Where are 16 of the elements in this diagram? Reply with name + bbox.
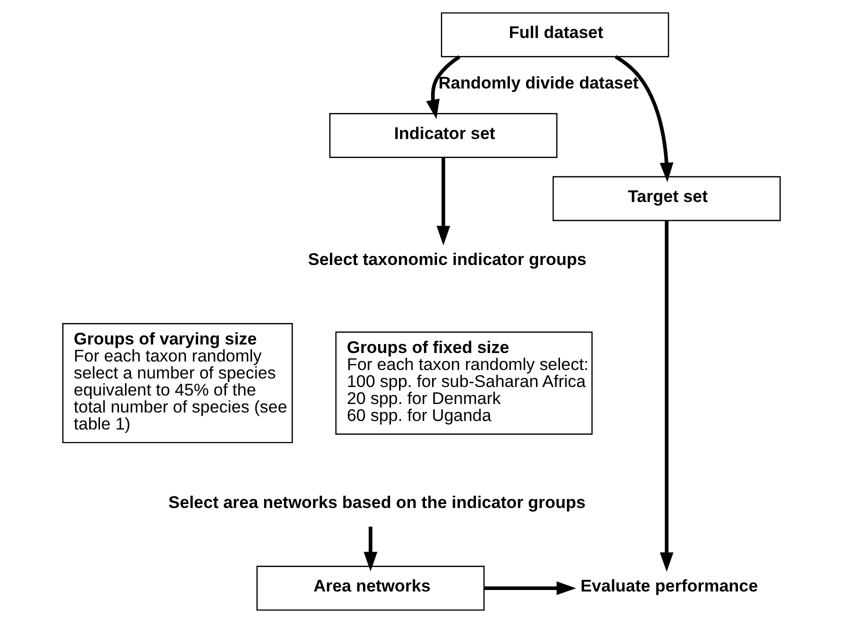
node-box: Area networks: [256, 566, 484, 611]
edge-label: Randomly divide dataset: [438, 73, 638, 92]
arrow: [436, 158, 450, 246]
arrow: [363, 526, 377, 572]
arrow: [484, 581, 576, 596]
node-box: Groups of fixed size For each taxon randomly select: 100 spp. for sub-Saharan Africa 20 spp. for Denmark 60 spp. for Uganda: [334, 332, 592, 435]
node-box: Target set: [552, 176, 780, 222]
arrow: [426, 55, 460, 120]
node-box: Groups of varying size For each taxon randomly select a number of species equivalent to 45% of the total number of species (see table 1): [62, 323, 292, 444]
node-box: Full dataset: [440, 12, 669, 58]
arrow: [614, 55, 673, 182]
node-text: Evaluate performance: [580, 576, 758, 596]
node-text: Select area networks based on the indicator groups: [168, 492, 586, 512]
node-box: Indicator set: [328, 113, 557, 158]
node-text: Select taxonomic indicator groups: [308, 250, 586, 270]
arrow: [659, 220, 673, 572]
